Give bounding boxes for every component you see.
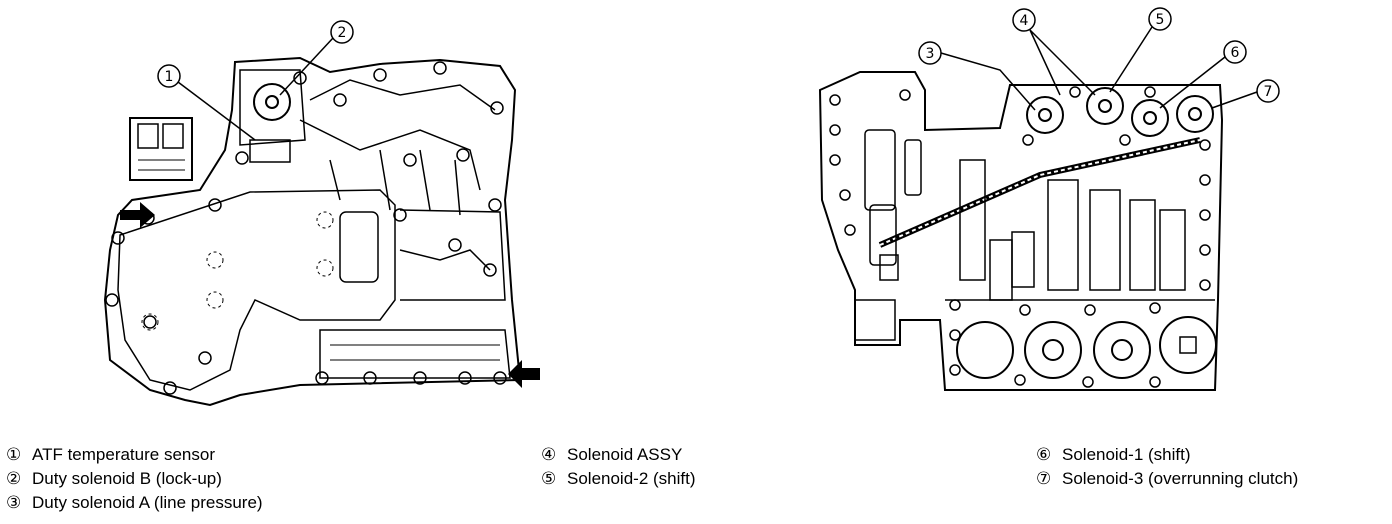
legend-label: ATF temperature sensor bbox=[32, 445, 215, 464]
legend-number: ③ bbox=[6, 493, 22, 513]
callout-2: 2 bbox=[338, 25, 347, 41]
legend-number: ④ bbox=[541, 445, 557, 465]
legend-item-7: ⑦ Solenoid-3 (overrunning clutch) bbox=[1036, 467, 1298, 491]
legend-item-2: ② Duty solenoid B (lock-up) bbox=[6, 467, 263, 491]
legend-item-3: ③ Duty solenoid A (line pressure) bbox=[6, 491, 263, 515]
left-valve-body bbox=[103, 56, 540, 407]
legend-number: ② bbox=[6, 469, 22, 489]
legend-label: Solenoid-2 (shift) bbox=[567, 469, 696, 488]
callout-4: 4 bbox=[1020, 13, 1029, 29]
callout-1: 1 bbox=[165, 69, 174, 85]
callout-6: 6 bbox=[1231, 45, 1240, 61]
legend-column-3: ⑥ Solenoid-1 (shift) ⑦ Solenoid-3 (overrun… bbox=[1036, 443, 1298, 491]
legend-item-5: ⑤ Solenoid-2 (shift) bbox=[541, 467, 696, 491]
callout-5: 5 bbox=[1156, 12, 1165, 28]
right-valve-body bbox=[818, 71, 1224, 391]
valve-body-diagram: 1 2 3 4 5 6 7 bbox=[103, 7, 1280, 407]
legend-label: Duty solenoid A (line pressure) bbox=[32, 493, 263, 512]
legend-item-1: ① ATF temperature sensor bbox=[6, 443, 263, 467]
legend-number: ⑥ bbox=[1036, 445, 1052, 465]
legend-item-4: ④ Solenoid ASSY bbox=[541, 443, 696, 467]
legend-number: ⑦ bbox=[1036, 469, 1052, 489]
legend-column-1: ① ATF temperature sensor ② Duty solenoid B… bbox=[6, 443, 263, 515]
legend-item-6: ⑥ Solenoid-1 (shift) bbox=[1036, 443, 1298, 467]
legend-number: ① bbox=[6, 445, 22, 465]
legend-label: Solenoid-1 (shift) bbox=[1062, 445, 1191, 464]
legend-label: Solenoid-3 (overrunning clutch) bbox=[1062, 469, 1299, 488]
legend-label: Solenoid ASSY bbox=[567, 445, 683, 464]
callout-7: 7 bbox=[1264, 84, 1273, 100]
legend-column-2: ④ Solenoid ASSY ⑤ Solenoid-2 (shift) bbox=[541, 443, 696, 491]
legend-label: Duty solenoid B (lock-up) bbox=[32, 469, 222, 488]
callout-3: 3 bbox=[926, 46, 935, 62]
legend-number: ⑤ bbox=[541, 469, 557, 489]
